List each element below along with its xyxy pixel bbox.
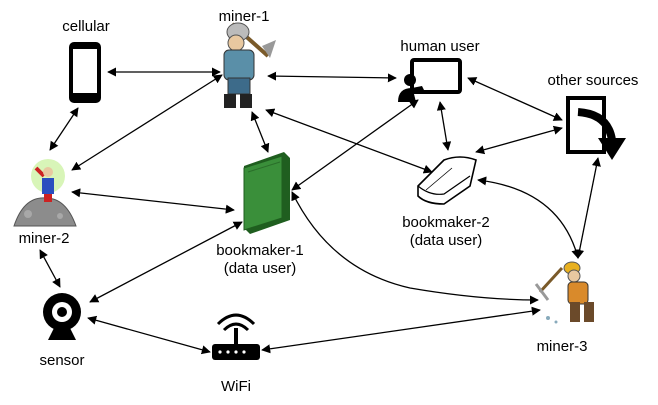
edge-miner1-miner2 bbox=[71, 74, 223, 171]
edge-sensor-wifi bbox=[87, 315, 211, 355]
miner3-label: miner-3 bbox=[536, 338, 588, 355]
bookmaker2-label-line1: bookmaker-2 bbox=[402, 214, 490, 231]
miner-with-pickaxe-icon bbox=[223, 22, 276, 108]
bookmaker1-label: bookmaker-1 (data user) bbox=[200, 242, 320, 278]
miner-on-rock-pile-icon bbox=[13, 159, 77, 227]
edge-bookmaker2-miner3 bbox=[477, 176, 581, 259]
bookmaker1-label-line1: bookmaker-1 bbox=[216, 242, 304, 259]
webcam-sensor-icon bbox=[43, 293, 81, 340]
connection-lines bbox=[39, 67, 601, 355]
edge-other-sources-bookmaker2 bbox=[475, 125, 563, 155]
edge-bookmaker1-sensor bbox=[89, 221, 243, 303]
edge-bookmaker1-miner3 bbox=[291, 191, 539, 305]
miner-digging-icon bbox=[534, 261, 594, 324]
edge-wifi-miner3 bbox=[261, 306, 541, 354]
edge-human-user-bookmaker2 bbox=[436, 101, 452, 151]
edge-human-user-bookmaker1 bbox=[291, 99, 419, 191]
edge-miner1-bookmaker1 bbox=[250, 111, 270, 153]
wifi-label: WiFi bbox=[221, 378, 251, 395]
bookmaker2-label: bookmaker-2 (data user) bbox=[386, 214, 506, 250]
bookmaker2-label-line2: (data user) bbox=[409, 232, 483, 249]
miner2-label: miner-2 bbox=[18, 230, 70, 247]
smartphone-icon bbox=[69, 42, 101, 103]
sensor-label: sensor bbox=[39, 352, 85, 369]
edge-other-sources-miner3 bbox=[575, 157, 601, 259]
other-sources-label: other sources bbox=[547, 72, 639, 89]
bookmaker1-label-line2: (data user) bbox=[223, 260, 297, 277]
edge-miner1-bookmaker2 bbox=[265, 108, 433, 174]
human-user-label: human user bbox=[400, 38, 480, 55]
edge-cellular-miner2 bbox=[49, 107, 79, 151]
import-arrow-icon bbox=[566, 96, 626, 160]
presenter-at-screen-icon bbox=[398, 58, 462, 102]
cellular-label: cellular bbox=[62, 18, 110, 35]
edge-miner2-bookmaker1 bbox=[71, 188, 235, 214]
edge-human-user-other-sources bbox=[467, 77, 563, 121]
miner1-label: miner-1 bbox=[218, 8, 270, 25]
edge-miner1-human-user bbox=[267, 71, 397, 83]
edge-miner2-sensor bbox=[39, 249, 61, 288]
wifi-router-icon bbox=[212, 313, 260, 360]
outline-book-icon bbox=[417, 156, 477, 205]
green-book-icon bbox=[243, 152, 290, 234]
